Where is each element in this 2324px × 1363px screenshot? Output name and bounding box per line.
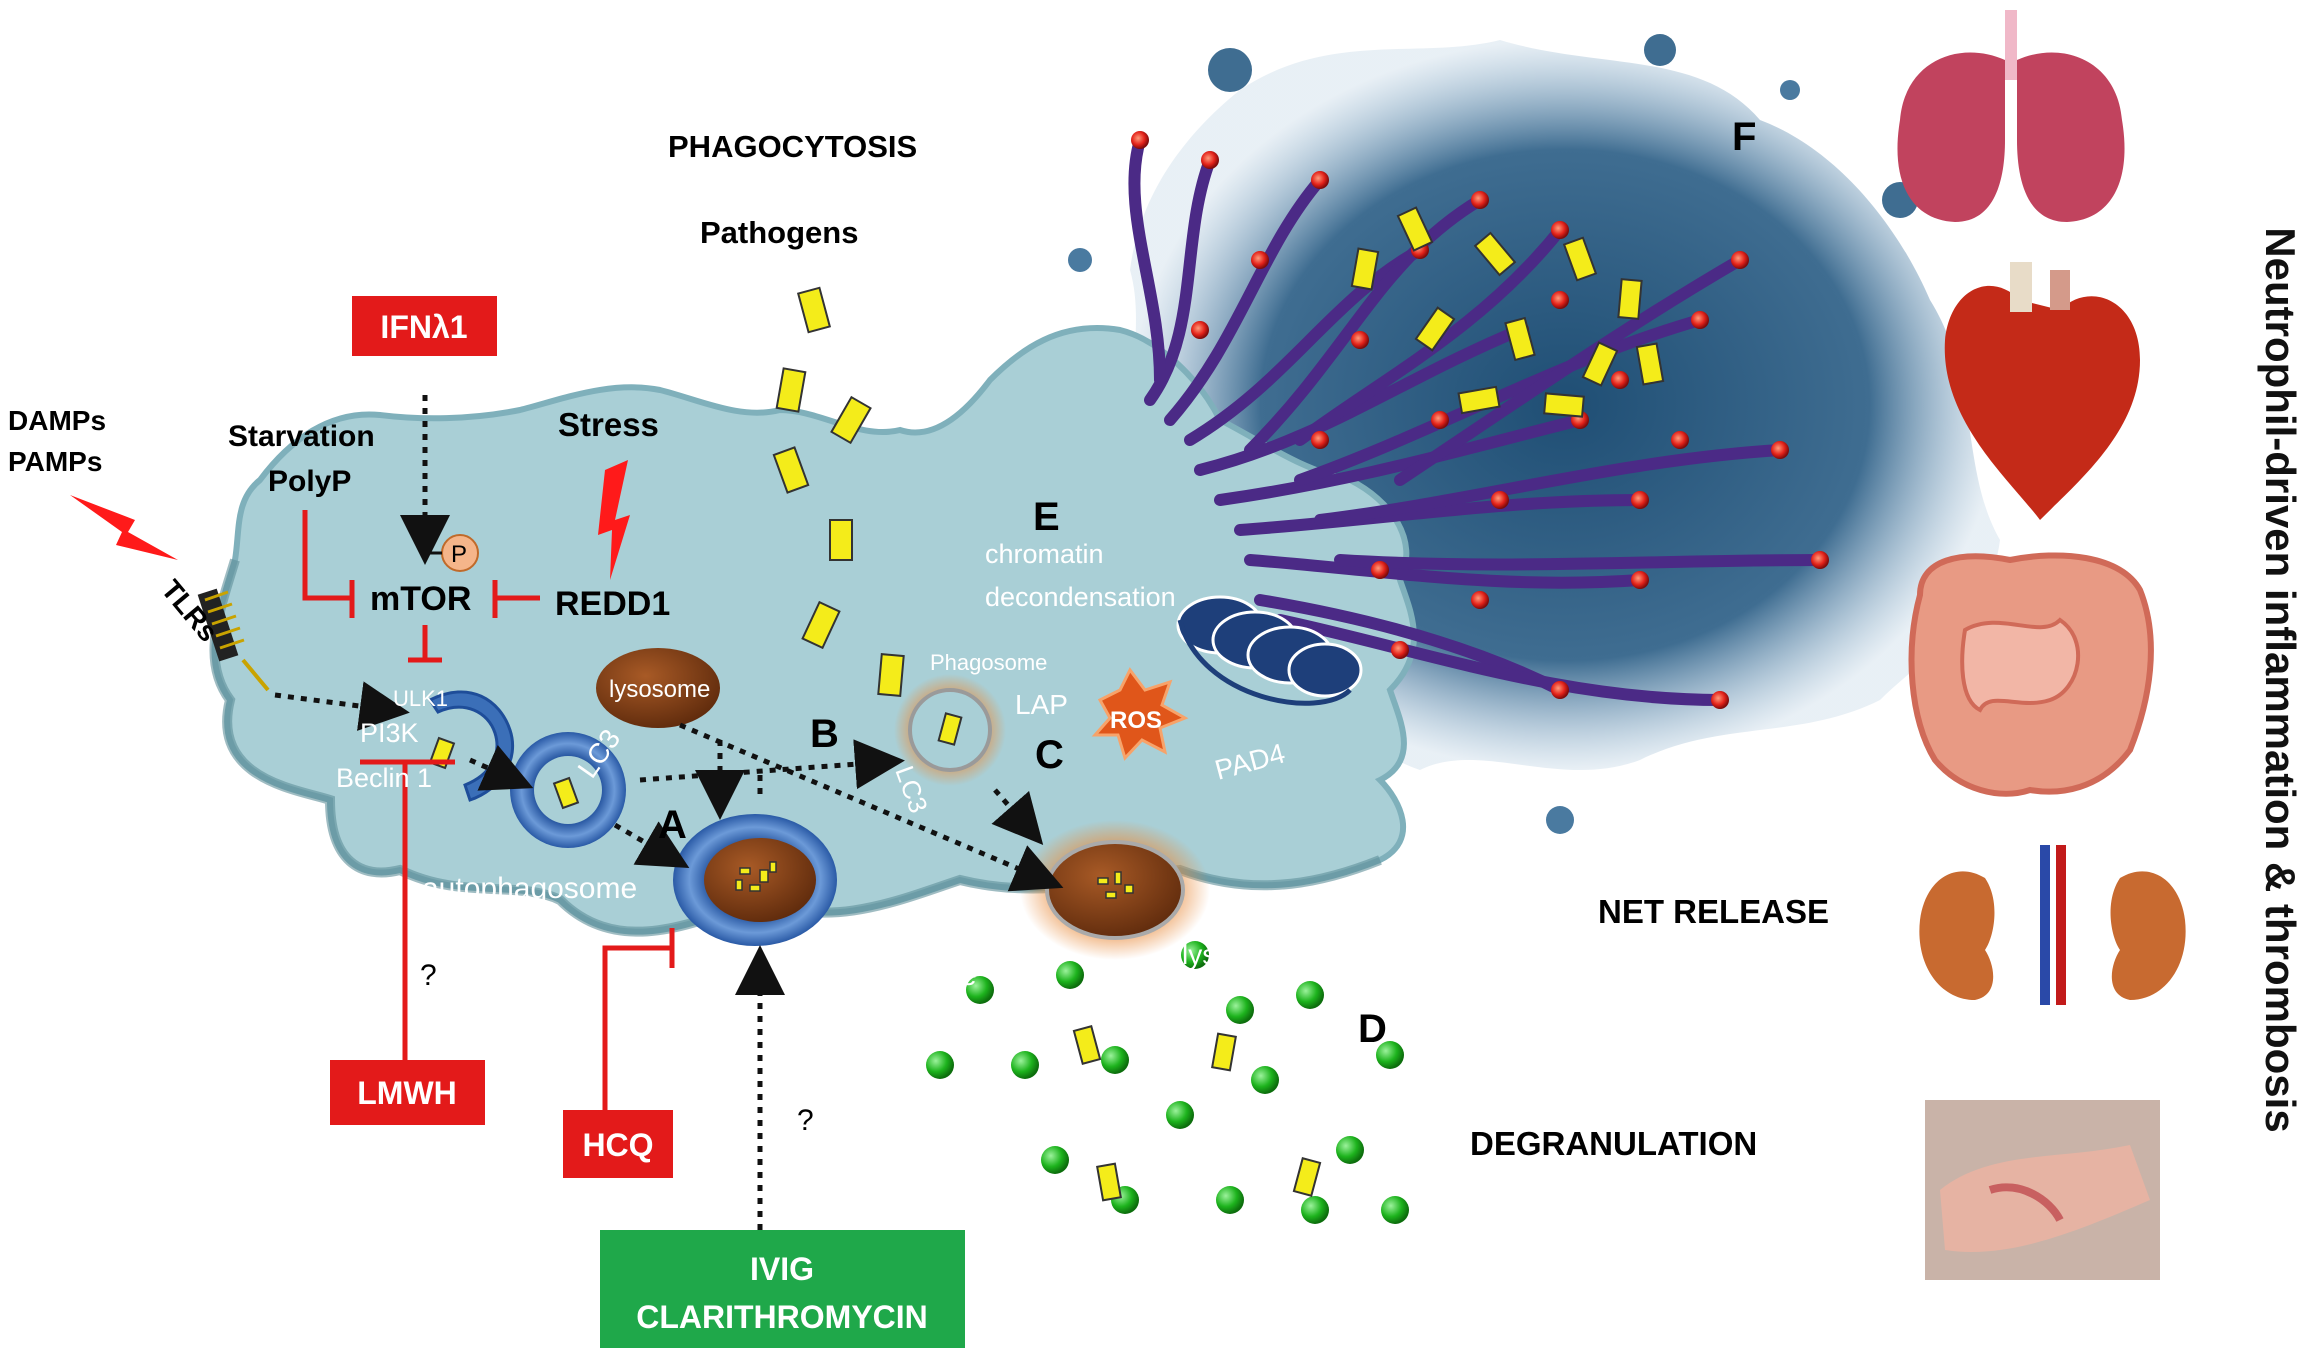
chromatin-coil bbox=[1176, 595, 1363, 706]
mtor-label: mTOR bbox=[370, 580, 471, 618]
degranulation-label: DEGRANULATION bbox=[1470, 1125, 1757, 1162]
lap-label: LAP bbox=[1015, 689, 1068, 720]
net-filaments bbox=[1128, 134, 1826, 706]
beclin-label: Beclin 1 bbox=[336, 763, 432, 793]
section-letter-f: F bbox=[1732, 115, 1756, 159]
lmwh-label: LMWH bbox=[357, 1075, 457, 1111]
lmwh-question: ? bbox=[420, 959, 437, 992]
section-letter-e: E bbox=[1033, 495, 1060, 539]
ivig-box bbox=[600, 1230, 965, 1348]
lysosome bbox=[596, 648, 720, 728]
pamps-label: PAMPs bbox=[8, 446, 102, 477]
chromatin-label-2: decondensation bbox=[985, 582, 1176, 612]
autolysosome-label-2: lysosome bbox=[850, 959, 977, 992]
phagocytosis-label: PHAGOCYTOSIS bbox=[668, 129, 917, 164]
phagolysosome-label-2: lysosome bbox=[1182, 939, 1300, 970]
free-pathogens bbox=[772, 286, 905, 697]
lmwh-box bbox=[330, 1060, 485, 1125]
starvation-label: Starvation bbox=[228, 420, 375, 453]
ifn-label: IFNλ1 bbox=[380, 309, 467, 345]
phagosome bbox=[894, 674, 1006, 786]
lungs-icon bbox=[1897, 10, 2125, 222]
phagolysosome bbox=[1020, 820, 1210, 960]
degranulation-pathogens bbox=[1072, 1025, 1322, 1202]
heart-icon bbox=[1944, 262, 2140, 520]
kidneys-icon bbox=[1919, 845, 2186, 1005]
ulk1-label: ULK1 bbox=[393, 686, 448, 711]
ivig-question: ? bbox=[797, 1104, 814, 1137]
granules bbox=[926, 941, 1409, 1224]
section-letter-a: A bbox=[658, 803, 687, 847]
inhibition-lines bbox=[302, 510, 675, 1110]
phagolysosome-label-1: phago bbox=[1205, 897, 1283, 928]
pathway-arrows bbox=[274, 395, 1064, 1230]
clarithromycin-label: CLARITHROMYCIN bbox=[636, 1299, 928, 1335]
stress-label: Stress bbox=[558, 406, 659, 443]
autophagosome-label: autophagosome bbox=[422, 872, 637, 905]
pi3k-label: PI3K bbox=[360, 718, 419, 748]
autolysosome bbox=[673, 814, 837, 946]
damps-label: DAMPs bbox=[8, 405, 106, 436]
phagosome-label: Phagosome bbox=[930, 650, 1047, 675]
section-letter-b: B bbox=[810, 712, 839, 756]
hcq-box bbox=[563, 1110, 673, 1178]
tlr-receptor bbox=[197, 588, 270, 692]
stress-bolt bbox=[598, 460, 630, 580]
net-release-label: NET RELEASE bbox=[1598, 893, 1829, 930]
skin-photo bbox=[1925, 1100, 2160, 1280]
section-letter-d: D bbox=[1358, 1007, 1387, 1051]
autolysosome-label-1: auto bbox=[880, 914, 938, 947]
polyp-label: PolyP bbox=[268, 465, 351, 498]
intestine-icon bbox=[1908, 552, 2154, 797]
redd1-label: REDD1 bbox=[555, 585, 670, 623]
chromatin-label-1: chromatin bbox=[985, 539, 1104, 569]
side-title-text: Neutrophil-driven inflammation & thrombo… bbox=[2257, 227, 2304, 1133]
ros-burst bbox=[1091, 667, 1189, 761]
side-title: Neutrophil-driven inflammation & thrombo… bbox=[2240, 60, 2320, 1300]
autophagosome bbox=[510, 732, 626, 848]
ivig-label: IVIG bbox=[750, 1251, 814, 1287]
lysosome-label: lysosome bbox=[609, 676, 710, 703]
net-pathogens bbox=[1350, 206, 1665, 418]
hcq-label: HCQ bbox=[582, 1127, 653, 1163]
danger-signal-bolt bbox=[70, 495, 178, 560]
phosphate-label: P bbox=[451, 541, 467, 568]
ros-label: ROS bbox=[1110, 707, 1162, 734]
section-letter-c: C bbox=[1035, 733, 1064, 777]
ifn-box bbox=[352, 296, 497, 356]
pathogens-label: Pathogens bbox=[700, 215, 858, 250]
